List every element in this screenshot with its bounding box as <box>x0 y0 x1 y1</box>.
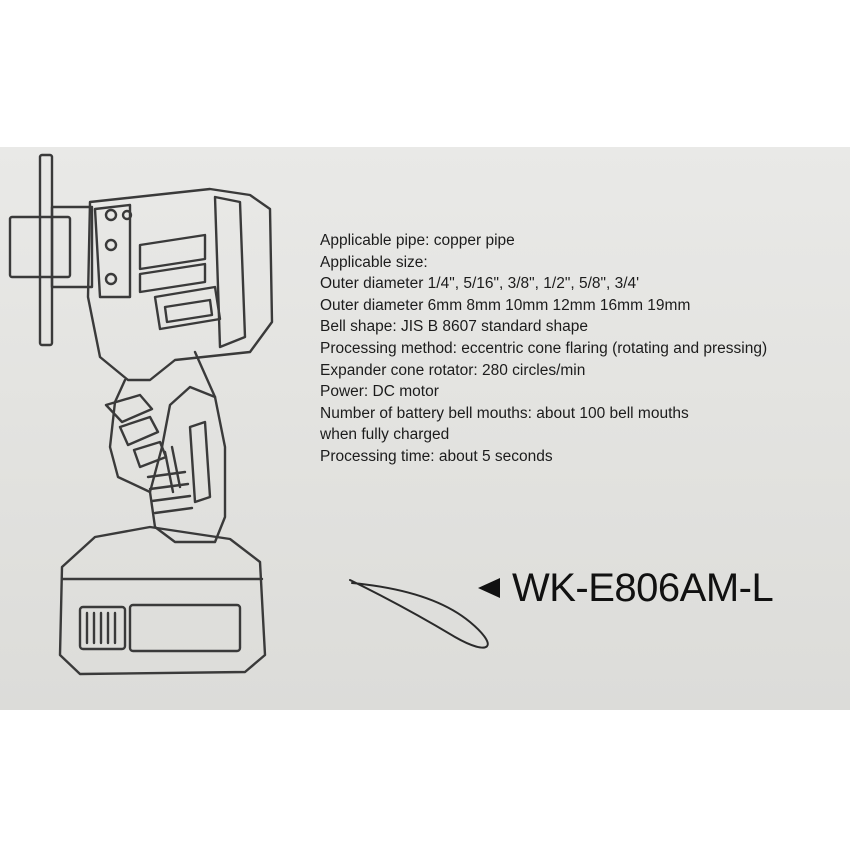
flaring-tool-illustration <box>8 153 489 676</box>
model-label: WK-E806AM-L <box>478 563 774 613</box>
spec-bell-shape: Bell shape: JIS B 8607 standard shape <box>320 318 588 336</box>
left-triangle-arrow-icon <box>478 578 500 598</box>
product-panel: Applicable pipe: copper pipe Applicable … <box>0 147 850 710</box>
spec-applicable-pipe: Applicable pipe: copper pipe <box>320 232 515 249</box>
spec-processing-method: Processing method: eccentric cone flarin… <box>320 339 768 357</box>
spec-list: Applicable pipe: copper pipe Applicable … <box>320 230 845 468</box>
spec-battery-bell-mouths: Number of battery bell mouths: about 100… <box>320 404 689 422</box>
model-number: WK-E806AM-L <box>512 565 774 610</box>
spec-outer-diameter-inch: Outer diameter 1/4", 5/16", 3/8", 1/2", … <box>320 275 640 293</box>
spec-battery-bell-mouths-cont: when fully charged <box>320 426 450 444</box>
spec-processing-time: Processing time: about 5 seconds <box>320 447 553 465</box>
spec-outer-diameter-mm: Outer diameter 6mm 8mm 10mm 12mm 16mm 19… <box>320 296 691 314</box>
spec-expander-cone: Expander cone rotator: 280 circles/min <box>320 361 586 379</box>
spec-applicable-size: Applicable size: <box>320 253 428 271</box>
spec-power: Power: DC motor <box>320 383 439 401</box>
